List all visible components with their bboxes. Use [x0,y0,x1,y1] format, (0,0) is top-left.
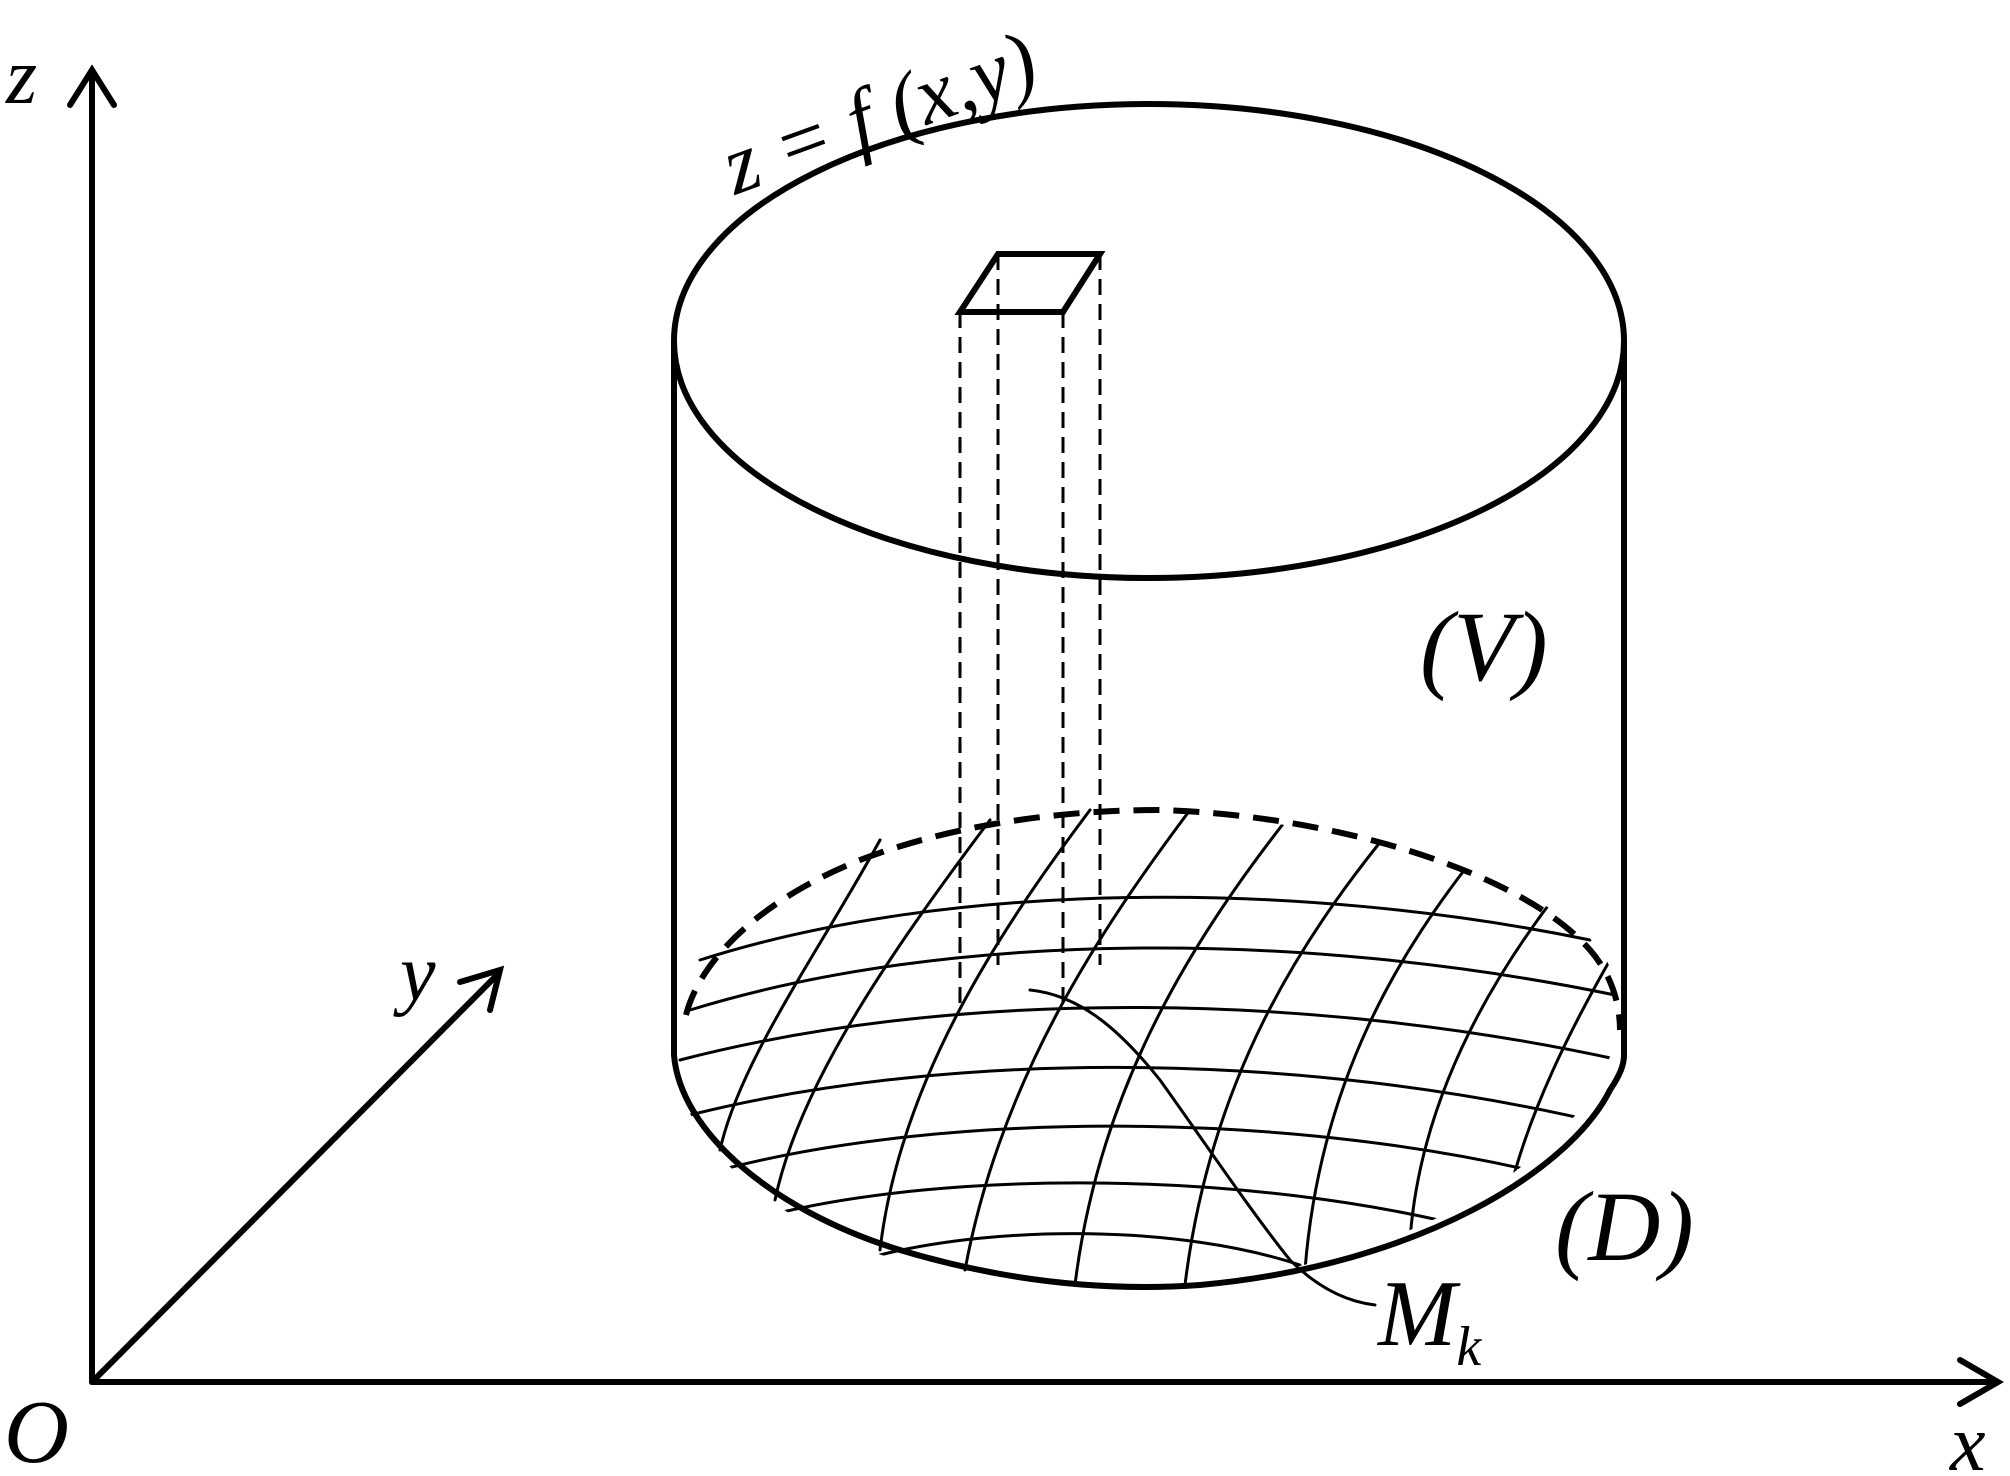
z-axis-arrowhead [67,64,117,108]
grid-line [678,1006,1619,1062]
volume-label: (V) [1420,591,1548,702]
grid-line [688,946,1617,1012]
grid-line [963,808,1192,1272]
grid-line [878,1232,1302,1267]
volume-element-column [954,251,1106,1005]
grid-line [768,1181,1482,1232]
y-axis-label: y [393,930,436,1018]
z-axis-label: z [5,33,37,121]
grid-line [718,838,882,1152]
point-label-subscript: k [1456,1316,1482,1378]
grid-line [1508,958,1612,1192]
y-axis-line [89,972,500,1385]
point-leader-line [1028,988,1377,1307]
base-back-boundary [683,806,1623,1031]
grid-line [718,1124,1572,1182]
base-front-boundary [671,1052,1627,1290]
surface-equation-label: z = f (x,y) [709,14,1049,214]
grid-line [1183,828,1392,1287]
point-label: Mk [1376,1262,1482,1378]
column-top-face [954,251,1106,315]
grid-line [1073,813,1292,1287]
grid-line [1408,888,1562,1242]
y-axis-arrowhead [457,965,505,1013]
x-axis-arrowhead [1957,1357,2004,1407]
region-grid [678,808,1619,1287]
origin-label: O [4,1383,69,1476]
x-axis-label: x [1949,1400,1986,1476]
grid-line [878,808,1092,1252]
grid-line [698,895,1592,962]
region-label: (D) [1555,1171,1694,1282]
grid-line [773,818,992,1202]
grid-line [688,1065,1612,1127]
coordinate-axes [67,64,2004,1407]
point-label-main: M [1376,1262,1461,1366]
grid-line [1303,848,1482,1272]
cylinder-body [671,101,1627,1290]
